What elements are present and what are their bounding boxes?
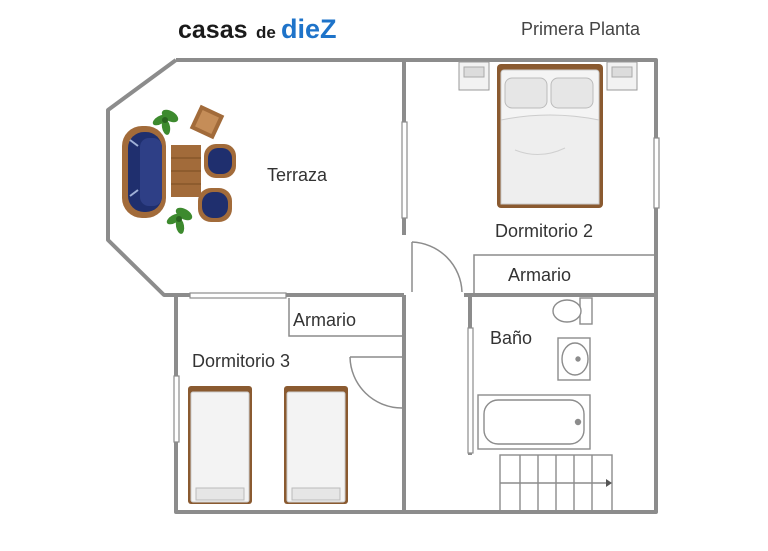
logo-part-casas: casas: [178, 16, 248, 44]
window-dorm2-right: [653, 137, 660, 209]
room-label-dormitorio2: Dormitorio 2: [495, 221, 593, 241]
window-terraza-dorm2: [401, 121, 408, 219]
bathtub-icon: [477, 394, 591, 450]
sink-icon: [557, 337, 591, 381]
logo-part-diez: dieZ: [281, 14, 337, 44]
sofa-icon: [122, 126, 166, 218]
single-bed-icon: [284, 386, 348, 504]
floor-label: Primera Planta: [521, 19, 641, 39]
logo: casas de dieZ: [178, 14, 337, 44]
window-dorm3-left: [173, 375, 180, 443]
nightstand-icon: [458, 61, 490, 91]
room-label-dormitorio3: Dormitorio 3: [192, 351, 290, 371]
dorm3-furniture: [188, 386, 348, 504]
armchair-icon: [198, 188, 232, 222]
doors: [349, 241, 463, 409]
plant-icon: [166, 207, 193, 234]
stairs-icon: [499, 454, 613, 512]
terrace-furniture: [122, 104, 236, 234]
logo-part-de: de: [256, 23, 276, 42]
plant-icon: [152, 109, 179, 135]
armario-left-outline: [288, 298, 402, 337]
window-bath-left: [467, 327, 474, 454]
toilet-icon: [552, 297, 593, 325]
room-label-bano: Baño: [490, 328, 532, 348]
door-dorm3-swing: [349, 356, 403, 409]
armario-top-outline: [473, 254, 654, 294]
dorm2-furniture: [458, 61, 638, 208]
nightstand-icon: [606, 61, 638, 91]
bathroom-fixtures: [477, 297, 593, 450]
coffee-table-icon: [171, 145, 201, 197]
single-bed-icon: [188, 386, 252, 504]
door-dorm2-swing: [411, 241, 463, 293]
double-bed-icon: [497, 64, 603, 208]
room-label-armario-left: Armario: [293, 310, 356, 330]
wardrobes: [288, 254, 654, 337]
armchair-icon: [204, 144, 236, 178]
windows: [173, 121, 660, 454]
room-label-terraza: Terraza: [267, 165, 328, 185]
side-chair-icon: [189, 104, 225, 140]
room-label-armario-top: Armario: [508, 265, 571, 285]
window-dorm3-top: [189, 292, 287, 299]
